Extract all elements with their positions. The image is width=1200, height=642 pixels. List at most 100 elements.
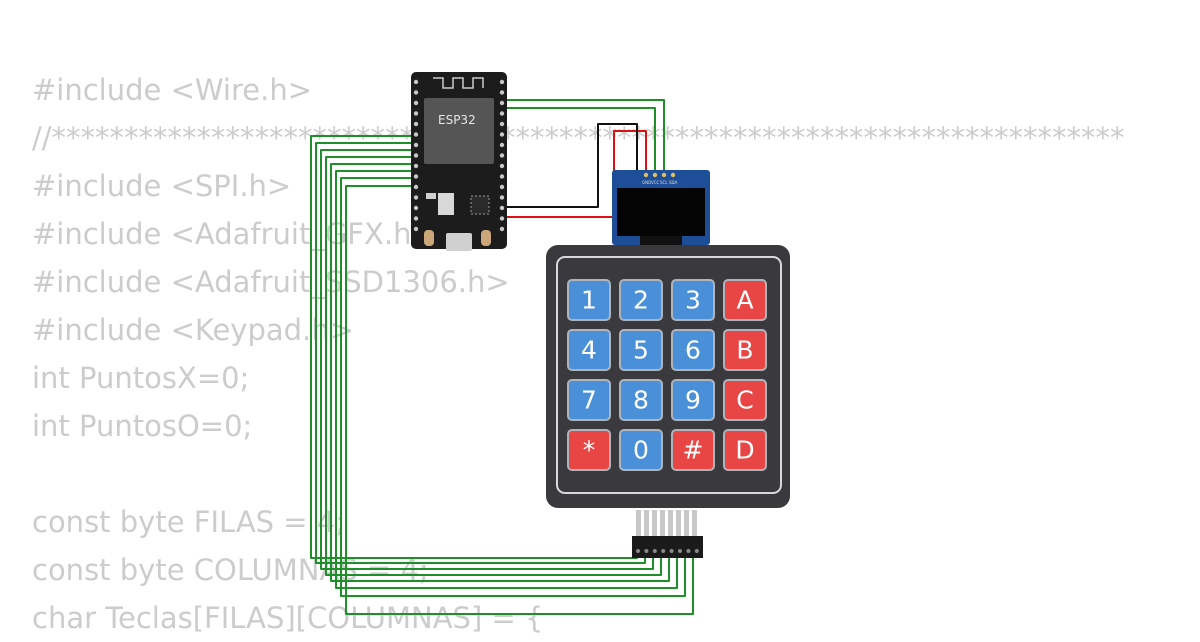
key-cap [619,329,663,371]
code-line: const byte FILAS = 4; [32,505,346,539]
ribbon-strand [676,510,681,538]
key-label: 7 [581,386,597,415]
esp32-left-pin [413,90,419,95]
key-cap [671,379,715,421]
keypad-header [632,536,703,558]
esp32-left-pin [413,111,419,116]
key-1[interactable]: 1 [567,279,611,321]
wire [320,149,654,570]
code-line: int PuntosO=0; [32,409,253,443]
code-line: #include <Adafruit_GFX.h> [32,217,436,251]
ribbon-strand [668,510,673,538]
wires [310,99,694,615]
esp32-right-pin [499,195,505,200]
esp32-left-pin [413,132,419,137]
wire [315,142,646,564]
code-line: #include <Wire.h> [32,73,313,107]
key-cap [619,279,663,321]
wire [502,130,647,218]
key-cap [723,379,767,421]
key-5[interactable]: 5 [619,329,663,371]
code-line: int PuntosX=0; [32,361,250,395]
key-0[interactable]: 0 [619,429,663,471]
key-label: 3 [685,286,701,315]
code-line: #include <Adafruit_SSD1306.h> [32,265,510,299]
key-cap [619,429,663,471]
esp32-left-pin [413,195,419,200]
key-cap [567,329,611,371]
keypad-pin [636,549,640,553]
esp32-left-pin [413,153,419,158]
keypad-connector [632,510,703,558]
keypad-pin [678,549,682,553]
key-8[interactable]: 8 [619,379,663,421]
esp32-right-pin [499,184,505,190]
usb-port [446,233,472,251]
key-C[interactable]: C [723,379,767,421]
esp32-right-pin [499,226,505,232]
oled-pin-label: SCL [660,180,668,185]
key-6[interactable]: 6 [671,329,715,371]
esp32-left-pin [413,205,419,211]
keypad-pin [669,549,674,553]
key-label: 6 [685,336,701,365]
esp32-right-pin [499,205,505,211]
esp32-left-pin [413,226,419,232]
key-9[interactable]: 9 [671,379,715,421]
oled-pin [670,172,676,178]
key-cap [567,379,611,421]
key-label: 8 [633,386,649,415]
key-label: A [736,286,753,315]
oled-pin-label: SDA [669,180,678,185]
key-cap [671,429,715,471]
esp32-left-pin [413,174,419,179]
wire [340,177,686,597]
key-#[interactable]: # [671,429,715,471]
code-line: #include <Keypad.h> [32,313,354,347]
boot-button[interactable] [424,230,434,246]
keypad-border [556,256,782,494]
keypad-pin [686,549,691,553]
esp32-left-pin [413,100,419,106]
keypad-pin [644,549,649,553]
esp32-right-pin [499,163,505,169]
ribbon-strand [636,510,641,538]
wire [502,123,638,208]
esp32-left-pin [413,163,419,169]
esp32-left-pin [413,142,419,148]
regulator-pin [426,193,436,199]
usb-uart-chip [470,195,490,215]
wire [345,185,694,615]
esp32-pin-headers [413,79,505,232]
key-label: * [583,436,596,465]
key-*[interactable]: * [567,429,611,471]
enable-button[interactable] [481,230,491,246]
key-B[interactable]: B [723,329,767,371]
oled-pin [661,172,667,178]
code-editor-background: #include <Wire.h>//*********************… [32,66,1200,642]
key-cap [723,329,767,371]
voltage-regulator [438,193,454,215]
esp32-board[interactable]: ESP32 [411,72,507,251]
key-3[interactable]: 3 [671,279,715,321]
key-label: B [736,336,753,365]
key-2[interactable]: 2 [619,279,663,321]
esp32-right-pin [499,142,505,148]
key-label: # [683,436,704,465]
oled-pin-label: VCC [651,180,660,185]
key-7[interactable]: 7 [567,379,611,421]
key-cap [723,429,767,471]
wire [325,156,662,576]
key-A[interactable]: A [723,279,767,321]
wire [502,107,656,175]
key-D[interactable]: D [723,429,767,471]
ribbon-strand [692,510,697,538]
esp32-right-pin [499,132,505,137]
oled-pin [652,172,658,178]
wire [502,99,665,175]
key-cap [723,279,767,321]
key-4[interactable]: 4 [567,329,611,371]
